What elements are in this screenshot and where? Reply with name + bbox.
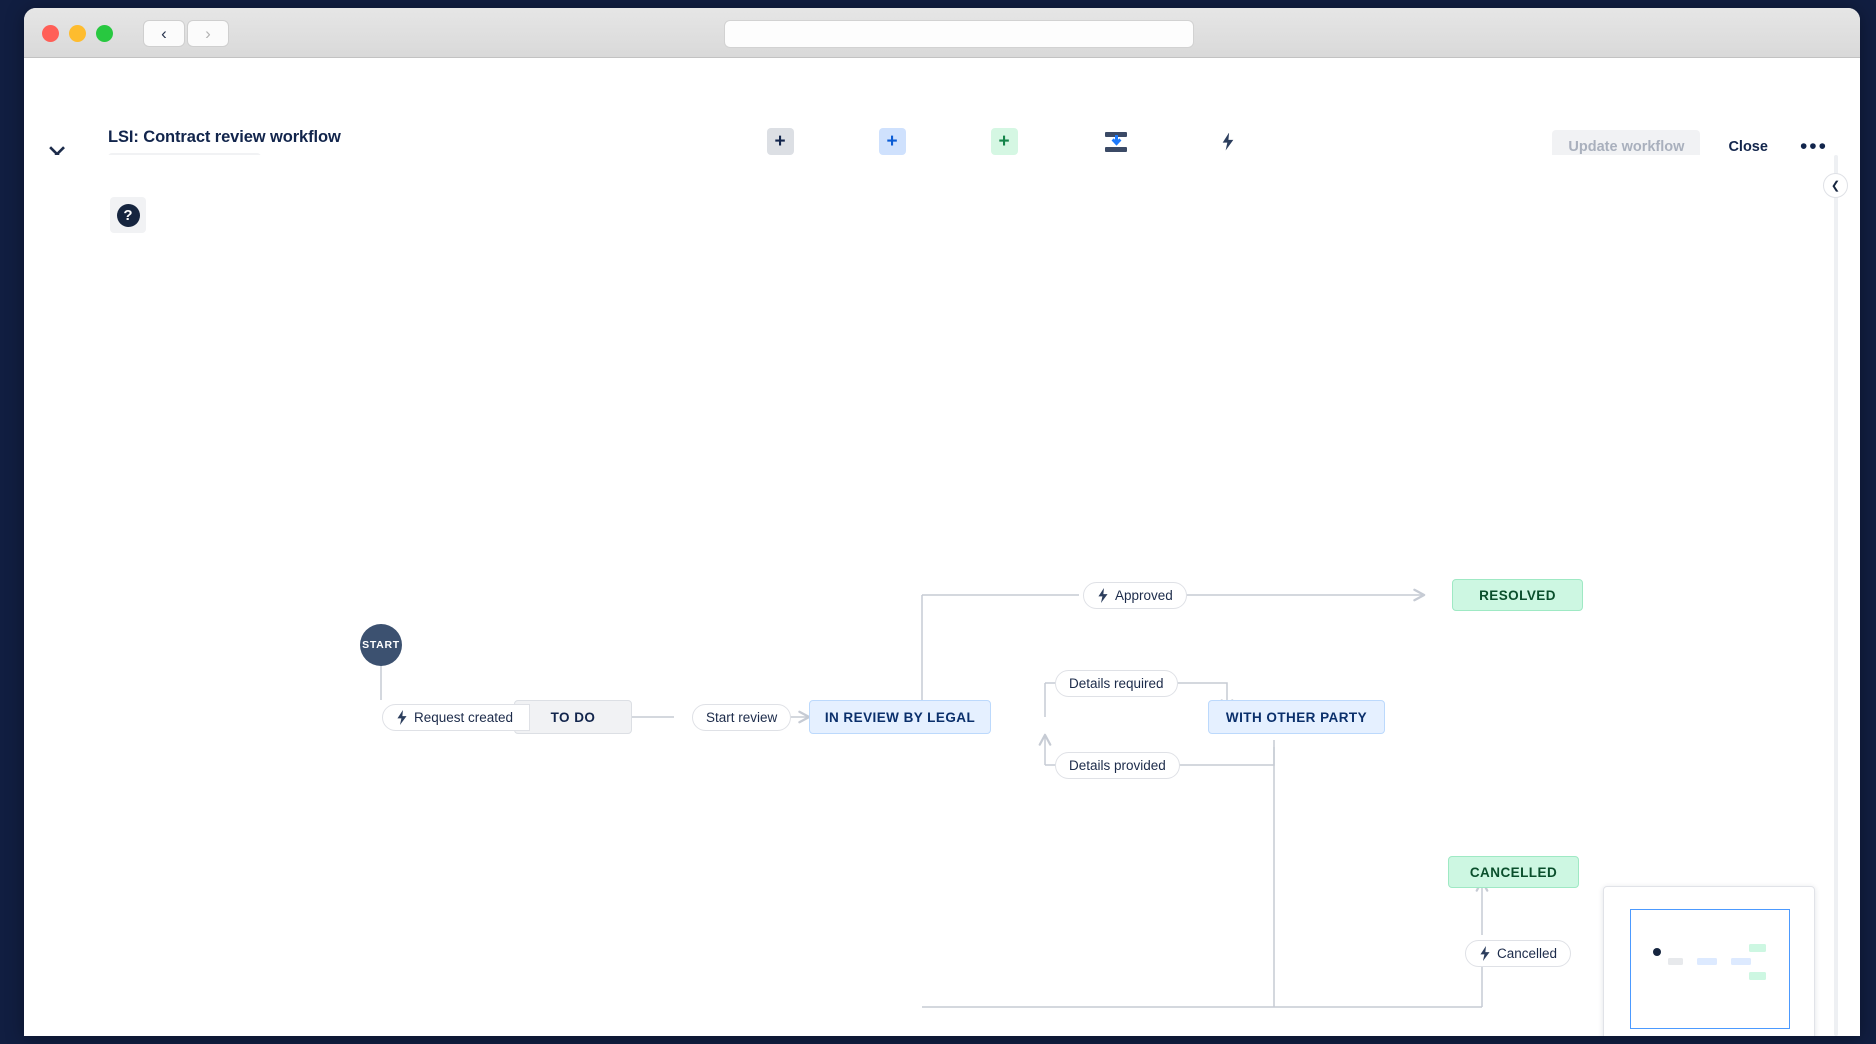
transition-pill-details-required[interactable]: Details required — [1055, 670, 1178, 697]
transition-pill-request-created[interactable]: Request created — [382, 704, 531, 731]
canvas-minimap[interactable] — [1603, 886, 1815, 1036]
start-node[interactable]: START — [360, 624, 402, 666]
transition-label-cancelled: Cancelled — [1497, 946, 1558, 961]
status-node-in-review-by-legal[interactable]: IN REVIEW BY LEGAL — [809, 700, 991, 734]
minimap-node-resolved — [1749, 944, 1766, 952]
status-node-resolved[interactable]: RESOLVED — [1452, 579, 1583, 611]
close-window-button[interactable] — [42, 25, 59, 42]
minimize-window-button[interactable] — [69, 25, 86, 42]
transition-label-request-created: Request created — [414, 710, 514, 725]
minimap-node-start — [1653, 948, 1661, 956]
browser-back-button[interactable]: ‹ — [143, 20, 185, 47]
address-bar[interactable] — [724, 20, 1194, 48]
add-inprogress-status-icon: + — [878, 128, 906, 155]
transition-label-details-provided: Details provided — [1069, 758, 1166, 773]
minimap-node-todo — [1668, 958, 1683, 965]
rule-lightning-icon — [1480, 946, 1490, 961]
workflow-canvas[interactable]: ? ❮ — [24, 155, 1860, 1036]
transition-pill-start-review[interactable]: Start review — [692, 704, 792, 731]
collapse-panel-chevron-left-icon[interactable]: ❮ — [1823, 173, 1848, 198]
transition-label-approved: Approved — [1115, 588, 1173, 603]
transition-pill-approved[interactable]: Approved — [1083, 582, 1187, 609]
help-glyph: ? — [116, 203, 140, 227]
add-done-status-icon: + — [990, 128, 1018, 155]
browser-window: ‹ › ✕ LSI: Contract review workflow Used… — [24, 8, 1860, 1036]
minimap-viewport[interactable] — [1630, 909, 1790, 1029]
minimap-node-other-party — [1731, 958, 1751, 965]
maximize-window-button[interactable] — [96, 25, 113, 42]
browser-titlebar: ‹ › — [24, 8, 1860, 58]
rule-lightning-icon — [1098, 588, 1108, 603]
browser-forward-button[interactable]: › — [187, 20, 229, 47]
help-question-icon[interactable]: ? — [110, 197, 146, 233]
close-button[interactable]: Close — [1728, 139, 1768, 155]
transition-label-start-review: Start review — [706, 710, 778, 725]
workflow-edges — [380, 588, 1489, 1008]
page-title: LSI: Contract review workflow — [108, 128, 341, 146]
status-node-cancelled[interactable]: CANCELLED — [1448, 856, 1579, 888]
status-node-todo[interactable]: TO DO — [514, 700, 632, 734]
window-controls[interactable] — [42, 25, 113, 42]
transition-pill-details-provided[interactable]: Details provided — [1055, 752, 1180, 779]
transition-label-details-required: Details required — [1069, 676, 1164, 691]
rule-lightning-icon — [397, 710, 407, 725]
minimap-node-in-review — [1697, 958, 1717, 965]
app-header: ✕ LSI: Contract review workflow Used in … — [24, 58, 1860, 205]
transition-icon — [1103, 128, 1130, 155]
more-options-icon[interactable]: ••• — [1799, 134, 1828, 158]
rule-lightning-icon — [1215, 128, 1242, 155]
canvas-scrollbar[interactable] — [1834, 155, 1838, 1036]
transition-pill-cancelled[interactable]: Cancelled — [1465, 940, 1572, 967]
minimap-node-cancelled — [1749, 972, 1766, 980]
status-node-with-other-party[interactable]: WITH OTHER PARTY — [1208, 700, 1385, 734]
add-todo-status-icon: + — [766, 128, 794, 155]
